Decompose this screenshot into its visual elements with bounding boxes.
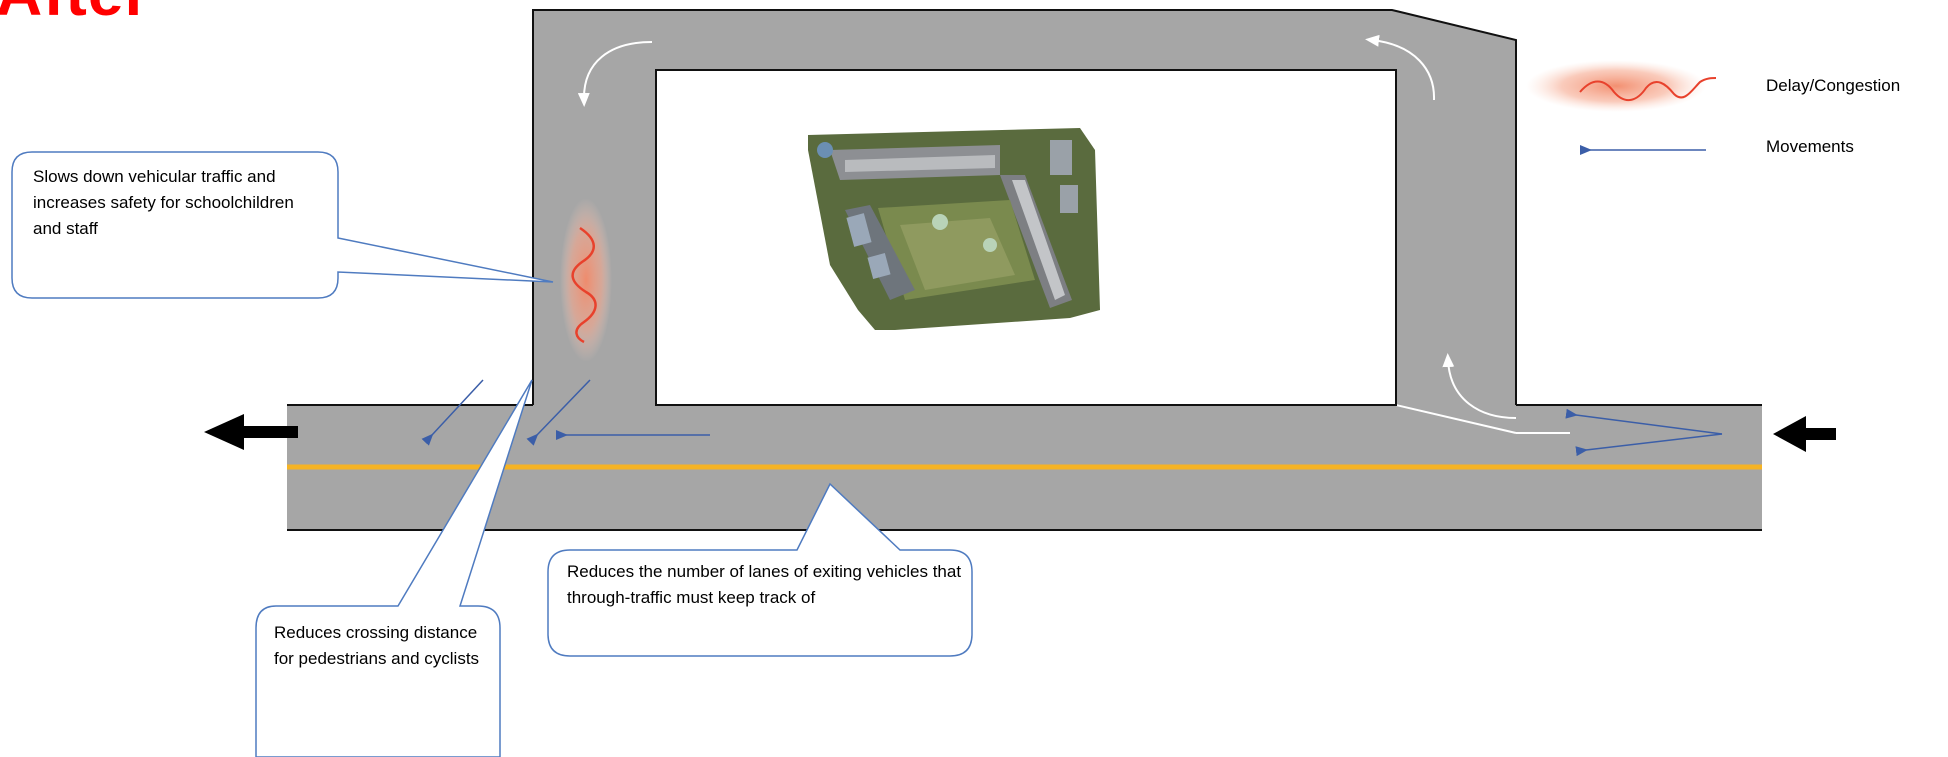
school-aerial-image: [808, 128, 1100, 330]
traffic-direction-arrow-right: [1773, 416, 1836, 452]
congestion-glow: [560, 198, 612, 362]
callout-lanes-text: Reduces the number of lanes of exiting v…: [567, 559, 962, 611]
legend-label-movements: Movements: [1766, 134, 1854, 160]
legend-label-congestion: Delay/Congestion: [1766, 73, 1900, 99]
legend-congestion-glow: [1526, 60, 1706, 112]
traffic-direction-arrow-left: [204, 414, 298, 450]
callout-traffic-safety-text: Slows down vehicular traffic and increas…: [33, 164, 323, 242]
callout-crossing-text: Reduces crossing distance for pedestrian…: [274, 620, 494, 672]
